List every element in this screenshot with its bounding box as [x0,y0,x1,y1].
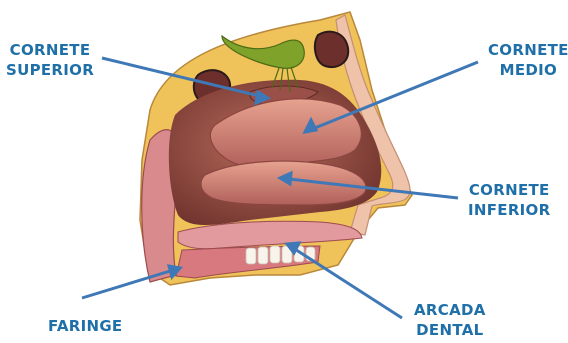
label-faringe: FARINGE [48,316,122,336]
frontal-sinus [315,32,348,67]
label-cornete-inferior: CORNETE INFERIOR [468,180,550,220]
label-cornete-medio: CORNETE MEDIO [488,40,568,80]
inferior-turbinate [201,161,366,205]
label-cornete-superior: CORNETE SUPERIOR [6,40,94,80]
label-arcada-dental: ARCADA DENTAL [414,300,486,340]
arrow-faringe [82,268,180,298]
